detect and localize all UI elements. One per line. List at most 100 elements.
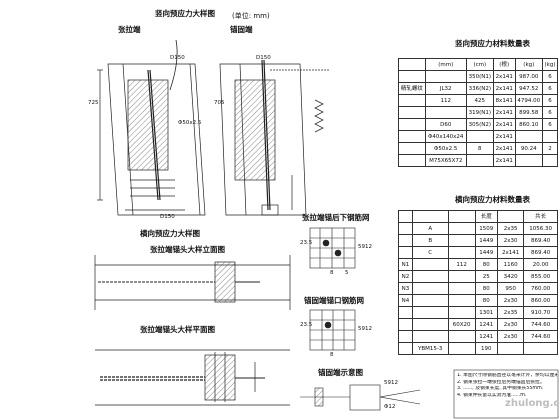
table-cell: 1449 (474, 234, 498, 247)
dim-text: D150 (160, 214, 175, 220)
dim-text: 705 (214, 100, 225, 106)
table-cell: 855.00 (523, 270, 558, 283)
vertical-title: 竖向预应力大样图 (155, 9, 215, 18)
table-cell: 1509 (474, 222, 498, 235)
table-cell: 2x30 (496, 330, 525, 343)
table-cell: 1301 (474, 306, 498, 319)
table-cell: 744.60 (523, 330, 558, 343)
table-cell (465, 130, 494, 143)
table-cell (398, 118, 426, 131)
table-cell (424, 106, 467, 119)
table-cell: 760.00 (523, 282, 558, 295)
table-cell: 90.24 (514, 142, 544, 155)
table-cell (447, 342, 476, 355)
table-cell: 80 (474, 258, 498, 271)
table2-title: 横向预应力材料数量表 (455, 195, 530, 204)
dim-text: Φ12 (384, 404, 396, 410)
dim-text: 5912 (358, 326, 372, 332)
horizontal-plan (95, 349, 290, 406)
dim-text: 5912 (384, 380, 398, 386)
table-cell: 860.10 (514, 118, 544, 131)
table-cell (398, 130, 426, 143)
table-cell (447, 246, 476, 259)
table-cell: N1 (398, 258, 413, 271)
table-cell: 2x35 (496, 306, 525, 319)
table-header-cell: (cm) (465, 58, 494, 71)
table-cell: 305(N2) (465, 118, 494, 131)
table-cell: 2x30 (496, 318, 525, 331)
table-cell (542, 130, 558, 143)
table-header-cell (398, 58, 426, 71)
table-cell: 2x35 (496, 222, 525, 235)
table-cell (447, 306, 476, 319)
plan-title: 张拉端锚头大样平面图 (140, 325, 215, 334)
table-cell: 869.40 (523, 234, 558, 247)
table-cell: D60 (424, 118, 467, 131)
table-header-cell: (kg) (514, 58, 544, 71)
table-cell: 25 (474, 270, 498, 283)
table-cell: JL32 (424, 82, 467, 95)
notes: 1. 本图尺寸除钢筋直径以毫米计外，余均以厘米计。 2. 钢束张拉一端张拉后另端… (457, 373, 557, 399)
notes-box (453, 369, 559, 419)
table-cell: 6 (542, 94, 558, 107)
dim-text: 8 (330, 270, 334, 276)
table-cell: 2x141 (492, 130, 516, 143)
table-cell: 1449 (474, 246, 498, 259)
table-cell: 910.70 (523, 306, 558, 319)
vertical-right-label: 锚固端 (230, 25, 253, 34)
table-cell (496, 342, 525, 355)
table-cell (447, 270, 476, 283)
table-cell: 6 (542, 106, 558, 119)
table-cell: 6 (542, 118, 558, 131)
table-header-cell: 共长 (523, 210, 558, 223)
vertical-detail-left (97, 39, 206, 216)
table-cell: Φ40x140x24 (424, 130, 467, 143)
table-cell: 4794.00 (514, 94, 544, 107)
vertical-left-label: 张拉端 (118, 25, 141, 34)
table-cell: 947.52 (514, 82, 544, 95)
table-cell (411, 318, 449, 331)
rebar-mesh-1 (309, 227, 356, 269)
anchor-sketch (300, 384, 421, 411)
table-header-row: (mm) (cm) (根) (kg) (kg) (398, 58, 558, 71)
table-cell: 1241 (474, 330, 498, 343)
table-cell: N2 (398, 270, 413, 283)
table-cell: 112 (424, 94, 467, 107)
table-cell: 80 (474, 282, 498, 295)
table-cell: 190 (474, 342, 498, 355)
table-cell (398, 154, 426, 167)
table-cell (398, 318, 413, 331)
table-cell: 987.00 (514, 70, 544, 83)
dim-text: 8 (330, 352, 334, 358)
table-cell: 2x141 (492, 82, 516, 95)
table-cell (411, 270, 449, 283)
table-header-cell (447, 210, 476, 223)
table-cell (447, 282, 476, 295)
table-cell: 2x141 (492, 70, 516, 83)
table-cell (398, 246, 413, 259)
table-header-cell: (根) (492, 58, 516, 71)
table-cell: YBM15-3 (411, 342, 449, 355)
note-line: 1. 本图尺寸除钢筋直径以毫米计外，余均以厘米计。 (457, 373, 557, 378)
table-cell: N4 (398, 294, 413, 307)
note-line: 2. 钢束张拉一端张拉后另端锚固后张拉。 (457, 379, 545, 385)
table-cell: 2x30 (496, 294, 525, 307)
table-cell (398, 70, 426, 83)
table-cell (398, 234, 413, 247)
table-cell (411, 294, 449, 307)
dim-text: 23.5 (300, 322, 313, 328)
table-cell (398, 106, 426, 119)
dim-text: 23.5 (300, 240, 313, 246)
table-cell: 2x141 (492, 106, 516, 119)
